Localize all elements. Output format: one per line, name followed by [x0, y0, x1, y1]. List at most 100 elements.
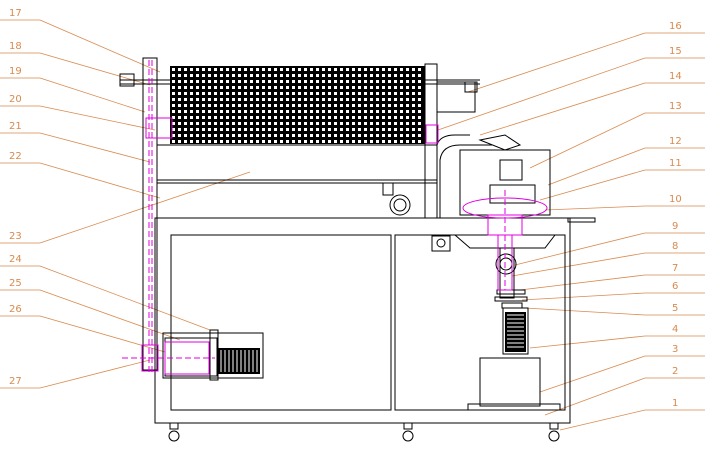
- label-10: 10: [669, 194, 682, 205]
- fin-hole: [382, 74, 385, 77]
- fin-hole: [376, 68, 379, 71]
- left-motor-housing: [162, 332, 264, 379]
- fin-hole: [328, 80, 331, 83]
- fin-hole: [304, 128, 307, 131]
- fin-hole: [418, 104, 421, 107]
- fin-hole: [370, 92, 373, 95]
- fin-hole: [388, 68, 391, 71]
- fin-hole: [238, 68, 241, 71]
- fin-hole: [244, 98, 247, 101]
- label-27: 27: [9, 376, 22, 387]
- fin-hole: [280, 128, 283, 131]
- fin-hole: [220, 140, 223, 143]
- fin-hole: [340, 98, 343, 101]
- fin-hole: [286, 92, 289, 95]
- fin-hole: [286, 86, 289, 89]
- fin-hole: [178, 128, 181, 131]
- fin-hole: [382, 80, 385, 83]
- fin-hole: [376, 140, 379, 143]
- fin-hole: [334, 110, 337, 113]
- fin-hole: [334, 122, 337, 125]
- fin-hole: [244, 134, 247, 137]
- fin-hole: [364, 80, 367, 83]
- label-5: 5: [672, 303, 678, 314]
- fin-hole: [184, 86, 187, 89]
- fin-hole: [292, 140, 295, 143]
- fin-hole: [184, 68, 187, 71]
- fin-hole: [346, 134, 349, 137]
- fin-hole: [244, 80, 247, 83]
- fin-hole: [382, 134, 385, 137]
- fin-hole: [370, 128, 373, 131]
- fin-hole: [370, 68, 373, 71]
- fin-hole: [256, 74, 259, 77]
- fin-hole: [250, 134, 253, 137]
- fin-hole: [256, 80, 259, 83]
- fin-hole: [352, 104, 355, 107]
- fin-hole: [412, 116, 415, 119]
- fin-hole: [370, 80, 373, 83]
- fin-hole: [388, 110, 391, 113]
- fin-hole: [358, 110, 361, 113]
- fin-hole: [190, 74, 193, 77]
- fin-hole: [202, 98, 205, 101]
- fin-hole: [334, 128, 337, 131]
- fin-hole: [364, 140, 367, 143]
- fin-hole: [220, 98, 223, 101]
- fin-hole: [322, 122, 325, 125]
- label-16: 16: [669, 21, 682, 32]
- fin-hole: [268, 86, 271, 89]
- motor-coupling: [164, 341, 210, 375]
- fin-hole: [172, 128, 175, 131]
- fin-hole: [286, 134, 289, 137]
- fin-hole: [232, 80, 235, 83]
- left-labels: 17 18 19 20 21 22 23 24 25 26 27: [9, 8, 22, 387]
- fin-hole: [202, 80, 205, 83]
- tank-body: [156, 144, 438, 219]
- fin-hole: [388, 134, 391, 137]
- fin-hole: [262, 86, 265, 89]
- fin-hole: [184, 104, 187, 107]
- fin-hole: [388, 116, 391, 119]
- fin-hole: [178, 86, 181, 89]
- fin-hole: [400, 140, 403, 143]
- fin-hole: [250, 68, 253, 71]
- fin-hole: [382, 68, 385, 71]
- label-9: 9: [672, 221, 678, 232]
- fin-hole: [238, 134, 241, 137]
- fin-hole: [250, 140, 253, 143]
- fin-hole: [328, 134, 331, 137]
- fin-hole: [184, 80, 187, 83]
- fin-hole: [256, 134, 259, 137]
- fin-hole: [352, 128, 355, 131]
- fin-hole: [274, 68, 277, 71]
- fin-hole: [316, 86, 319, 89]
- fin-hole: [196, 86, 199, 89]
- label-1: 1: [672, 398, 678, 409]
- fin-hole: [310, 68, 313, 71]
- fin-hole: [286, 74, 289, 77]
- fin-hole: [316, 128, 319, 131]
- fin-hole: [352, 86, 355, 89]
- fin-hole: [244, 74, 247, 77]
- fin-hole: [310, 122, 313, 125]
- fin-hole: [250, 80, 253, 83]
- fin-hole: [286, 140, 289, 143]
- fin-hole: [310, 104, 313, 107]
- fin-hole: [268, 116, 271, 119]
- fin-hole: [214, 104, 217, 107]
- fin-hole: [256, 122, 259, 125]
- fin-hole: [178, 104, 181, 107]
- fin-hole: [256, 98, 259, 101]
- fin-hole: [268, 74, 271, 77]
- fin-hole: [376, 128, 379, 131]
- fin-hole: [346, 128, 349, 131]
- fin-hole: [394, 140, 397, 143]
- label-19: 19: [9, 66, 22, 77]
- fin-hole: [256, 140, 259, 143]
- fin-hole: [310, 92, 313, 95]
- fin-hole: [208, 68, 211, 71]
- fin-hole: [178, 92, 181, 95]
- fin-hole: [184, 140, 187, 143]
- fin-hole: [280, 140, 283, 143]
